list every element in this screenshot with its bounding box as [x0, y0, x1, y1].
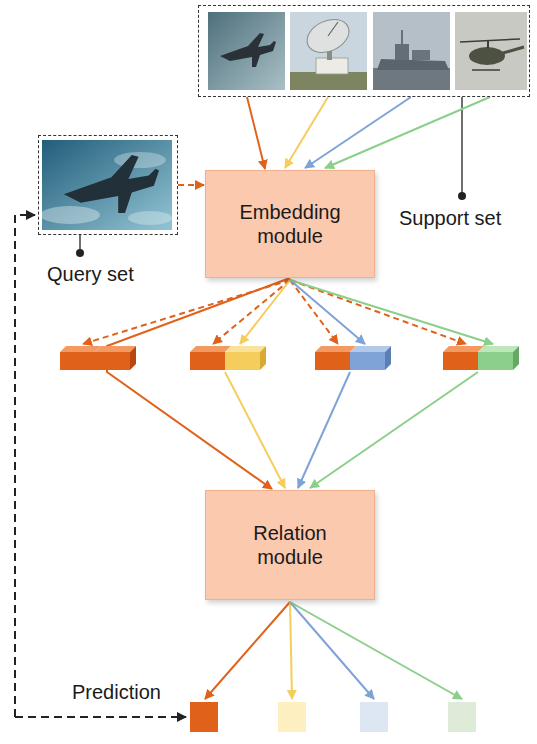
support-photos [487, 41, 489, 48]
feature-blocks [315, 346, 356, 352]
feature-blocks [443, 352, 478, 370]
query-photo [114, 152, 166, 168]
leader-line [461, 97, 462, 194]
feature-blocks [443, 346, 484, 352]
feature-blocks [315, 352, 350, 370]
embedding-module-box: Embedding module [205, 170, 375, 278]
feedback-arrow [15, 215, 186, 717]
feature-blocks [225, 352, 260, 370]
prediction-squares [190, 702, 218, 732]
arrow-connector [247, 97, 265, 169]
support-arrows [305, 97, 411, 168]
leader-line [76, 249, 84, 257]
feature-fan-arrows [213, 280, 290, 344]
support-photos [328, 22, 338, 36]
support-photos [302, 13, 355, 59]
support-photos [220, 33, 276, 67]
feature-blocks [350, 352, 385, 370]
support-photos [316, 58, 348, 74]
support-photos [455, 12, 527, 90]
support-photos [469, 47, 505, 65]
feature-fan-arrows [83, 280, 290, 344]
prediction-label: Prediction [72, 680, 161, 704]
feature-fan-arrows [290, 280, 493, 344]
prediction-arrows [290, 602, 292, 699]
prediction-squares [360, 702, 388, 732]
feature-fan-arrows [298, 372, 350, 488]
support-arrows [285, 97, 490, 168]
support-photos [503, 47, 524, 53]
feature-blocks [190, 352, 225, 370]
leader-line [458, 192, 466, 200]
support-photos [290, 72, 367, 90]
prediction-arrows [290, 602, 374, 699]
support-photos [290, 12, 367, 90]
support-photos [373, 68, 450, 90]
feature-fan-arrows [290, 280, 365, 344]
feature-blocks [385, 346, 391, 370]
feature-blocks [60, 346, 519, 370]
support-photos [412, 50, 430, 60]
prediction-arrows [290, 602, 462, 699]
set-label: Support set [399, 206, 501, 230]
feature-fan-arrows [83, 280, 493, 488]
support-set-frame: Support set [198, 5, 530, 97]
module-label: Embedding module [218, 200, 362, 248]
prediction-arrows [205, 602, 290, 699]
support-photos [208, 12, 527, 90]
feature-fan-arrows [240, 280, 290, 344]
feature-blocks [350, 346, 391, 352]
query-set-frame: Query set [38, 135, 178, 235]
query-photo [40, 206, 100, 224]
support-photos [460, 39, 520, 42]
leader-line [79, 235, 80, 251]
arrow-connector [178, 184, 204, 186]
prediction-squares [278, 702, 306, 732]
support-photos [395, 44, 409, 60]
feature-blocks [190, 346, 231, 352]
feature-fan-arrows [310, 372, 478, 488]
relation-module-box: Relation module [205, 490, 375, 600]
support-photos [472, 69, 500, 71]
query-photo [128, 211, 172, 225]
arrow-connector [107, 278, 290, 489]
feature-blocks [513, 346, 519, 370]
support-photos [373, 12, 450, 90]
prediction-squares [190, 702, 476, 732]
support-photos [208, 12, 285, 90]
feedback-arrow [15, 215, 35, 717]
query-photo [40, 140, 172, 230]
feature-blocks [225, 346, 266, 352]
feature-blocks [478, 346, 519, 352]
feedback-arrow [15, 716, 186, 718]
support-photos [401, 30, 403, 44]
support-photos [377, 59, 449, 70]
support-arrows [325, 97, 490, 168]
module-label: Relation module [218, 521, 362, 569]
feature-blocks [60, 352, 95, 370]
feature-blocks [60, 346, 101, 352]
feature-blocks [478, 352, 513, 370]
feature-blocks [95, 352, 130, 370]
feature-blocks [260, 346, 266, 370]
feature-fan-arrows [290, 280, 466, 344]
prediction-arrows [205, 602, 462, 699]
query-photo [64, 155, 159, 213]
prediction-squares [448, 702, 476, 732]
feature-fan-arrows [225, 372, 285, 488]
set-label: Query set [47, 262, 134, 286]
feature-blocks [130, 346, 136, 370]
feature-blocks [95, 346, 136, 352]
